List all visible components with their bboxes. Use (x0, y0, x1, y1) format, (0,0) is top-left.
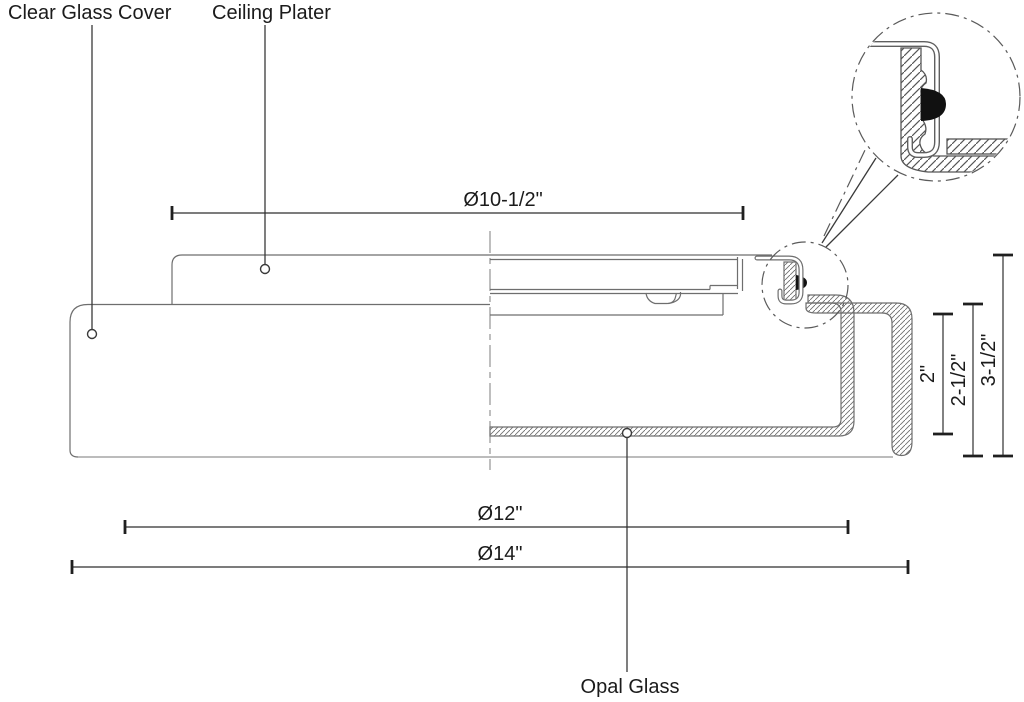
detail-source-circle (761, 241, 849, 329)
ceiling-plate-outline (171, 254, 772, 304)
internal-lamp-plate (490, 292, 724, 316)
dim-text-overall-diameter: Ø14" (478, 543, 523, 565)
annotations: Clear Glass Cover Ceiling Plater Opal Gl… (8, 2, 679, 698)
dimension-overall-diameter: Ø14" (70, 543, 910, 574)
dim-text-plate-diameter: Ø10-1/2" (463, 189, 542, 211)
dimension-overall-height: 3-1/2" (978, 253, 1013, 458)
leader-dot-opal-glass (621, 427, 633, 439)
detail-opal-rim (946, 138, 1014, 155)
detail-view-circle (851, 12, 1021, 182)
label-ceiling-plater: Ceiling Plater (212, 2, 331, 24)
leader-dot-ceiling-plate (259, 263, 271, 275)
dim-text-glass-diameter: Ø12" (478, 503, 523, 525)
label-clear-glass-cover: Clear Glass Cover (8, 2, 172, 24)
dimension-plate-diameter: Ø10-1/2" (170, 189, 745, 220)
dim-text-overall-height: 3-1/2" (978, 334, 1000, 387)
detail-view-contents (853, 41, 1014, 173)
leader-dot-clear-glass (86, 328, 98, 340)
dimension-opal-height: 2" (917, 312, 953, 436)
glass-cover-outline (69, 303, 893, 458)
glass-rim-flange (783, 261, 797, 304)
dimension-cover-height: 2-1/2" (948, 302, 983, 458)
opal-glass-section (489, 294, 855, 437)
dim-text-cover-height: 2-1/2" (948, 354, 970, 407)
rim-channel (754, 255, 804, 305)
dimension-glass-diameter: Ø12" (123, 503, 850, 534)
label-opal-glass: Opal Glass (581, 676, 680, 698)
detail-gasket-seal (921, 88, 946, 121)
dim-text-opal-height: 2" (917, 365, 939, 383)
